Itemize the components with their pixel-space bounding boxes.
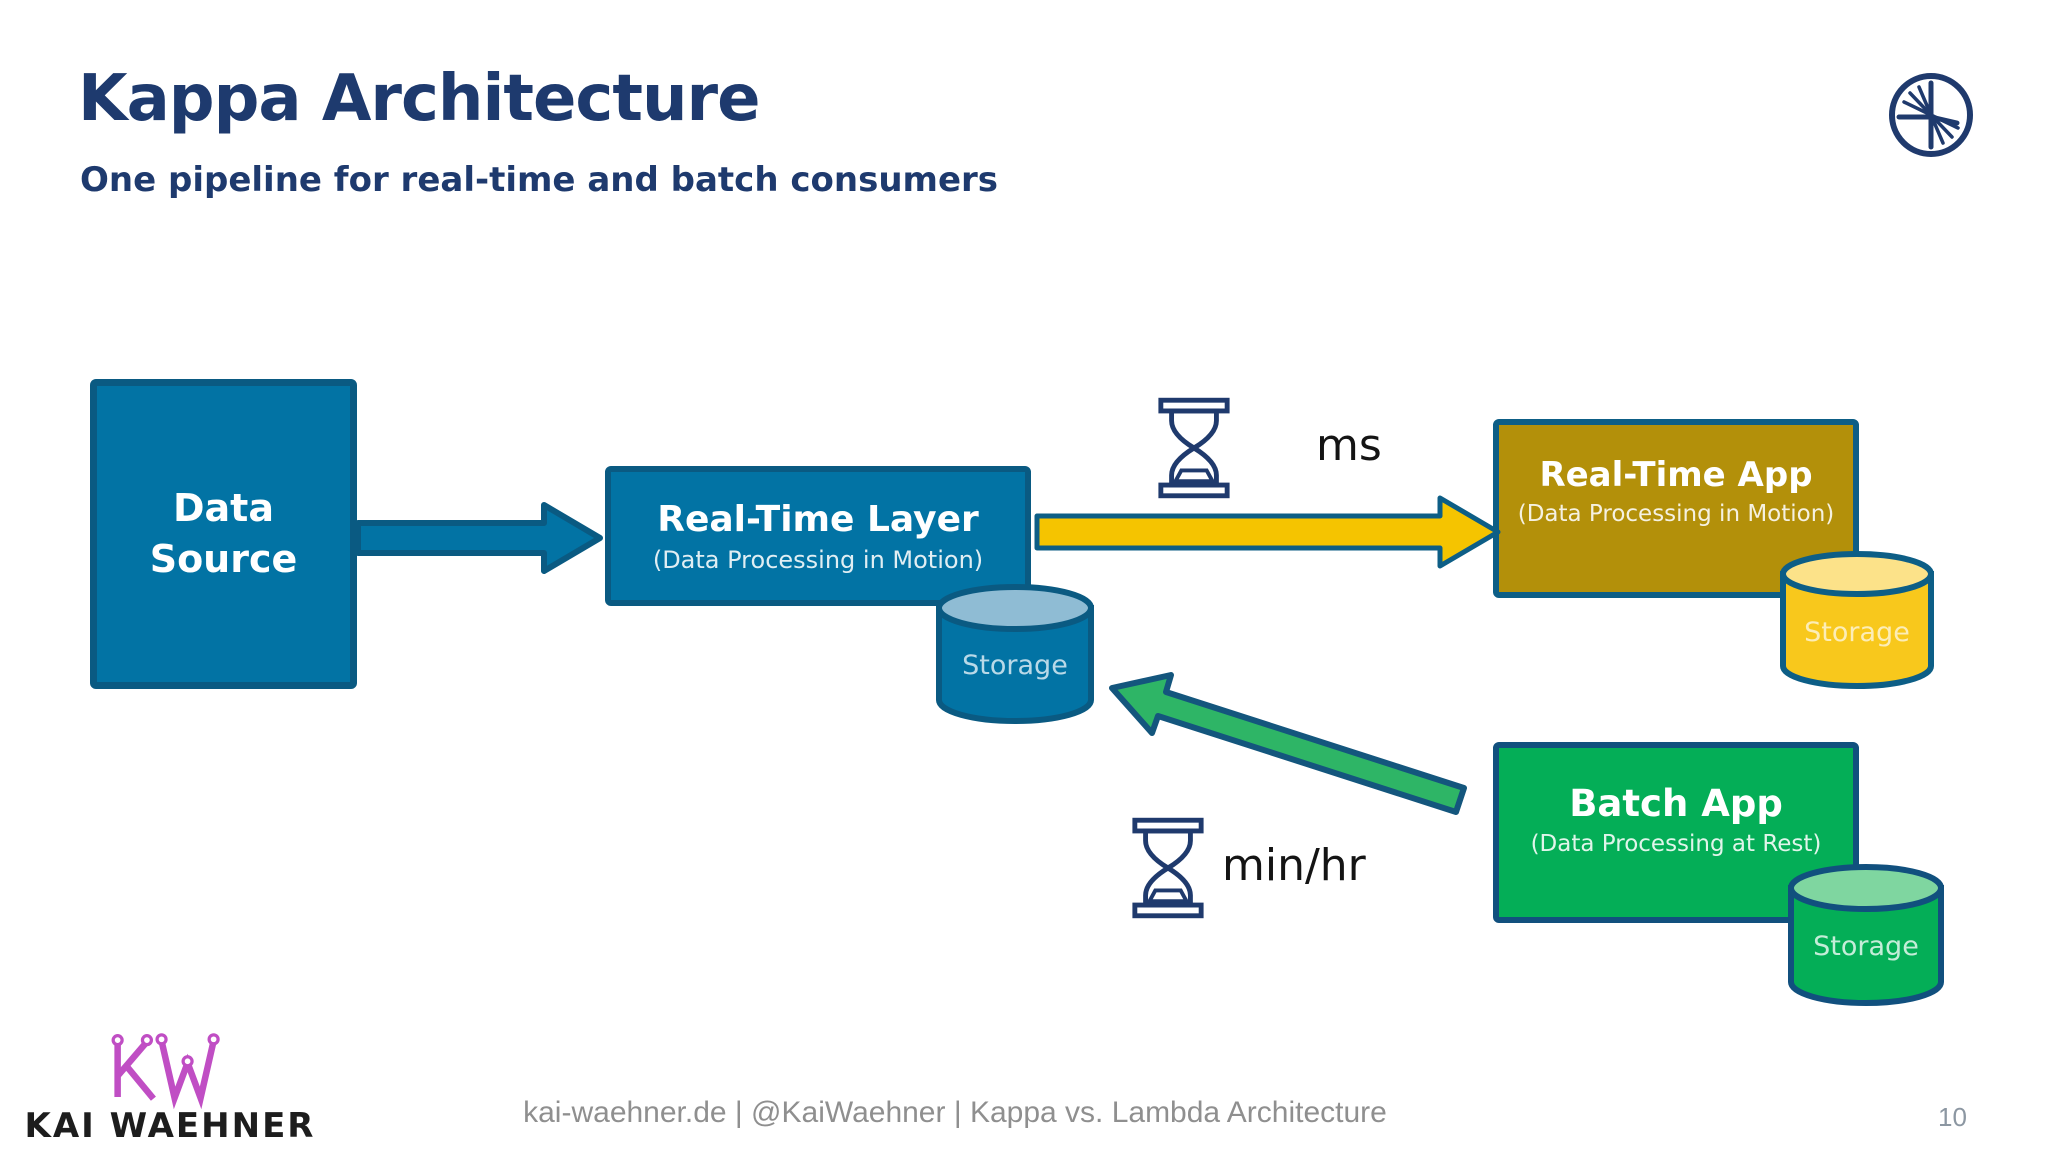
batch-app-storage-label: Storage <box>1813 931 1919 962</box>
realtime-to-app-arrow <box>1034 495 1501 569</box>
kw-logo-icon <box>111 1033 220 1110</box>
data-source-box: Data Source <box>90 379 357 689</box>
realtime-app-title: Real-Time App <box>1539 455 1813 495</box>
batch-to-storage-arrow <box>1109 672 1467 815</box>
batch-app-title: Batch App <box>1569 782 1783 825</box>
slide-subtitle: One pipeline for real-time and batch con… <box>80 160 999 200</box>
realtime-layer-title: Real-Time Layer <box>657 498 979 540</box>
source-to-realtime-arrow <box>355 502 603 574</box>
data-source-label: Data Source <box>149 485 298 581</box>
confluent-logo-icon <box>1889 73 1973 157</box>
kw-logo-text: KAI WAEHNER <box>24 1106 316 1146</box>
page-number: 10 <box>1938 1102 1967 1132</box>
batch-app-storage-cylinder-icon <box>1788 864 1944 1006</box>
realtime-app-storage-cylinder-icon <box>1780 551 1934 689</box>
realtime-app-subtitle: (Data Processing in Motion) <box>1517 501 1835 527</box>
batch-app-subtitle: (Data Processing at Rest) <box>1530 831 1822 857</box>
realtime-app-box: Real-Time App (Data Processing in Motion… <box>1493 419 1859 598</box>
hourglass-icon <box>1158 397 1230 499</box>
realtime-storage-cylinder-icon <box>936 584 1094 724</box>
latency-ms-label: ms <box>1316 420 1382 471</box>
realtime-layer-box: Real-Time Layer (Data Processing in Moti… <box>605 466 1031 606</box>
slide-title: Kappa Architecture <box>78 62 760 136</box>
hourglass-icon <box>1132 817 1204 919</box>
realtime-storage-label: Storage <box>962 650 1068 681</box>
latency-minhr-label: min/hr <box>1222 840 1366 891</box>
realtime-app-storage-label: Storage <box>1804 617 1910 648</box>
footer-credit-text: kai-waehner.de | @KaiWaehner | Kappa vs.… <box>523 1096 1387 1129</box>
realtime-layer-subtitle: (Data Processing in Motion) <box>652 545 984 574</box>
